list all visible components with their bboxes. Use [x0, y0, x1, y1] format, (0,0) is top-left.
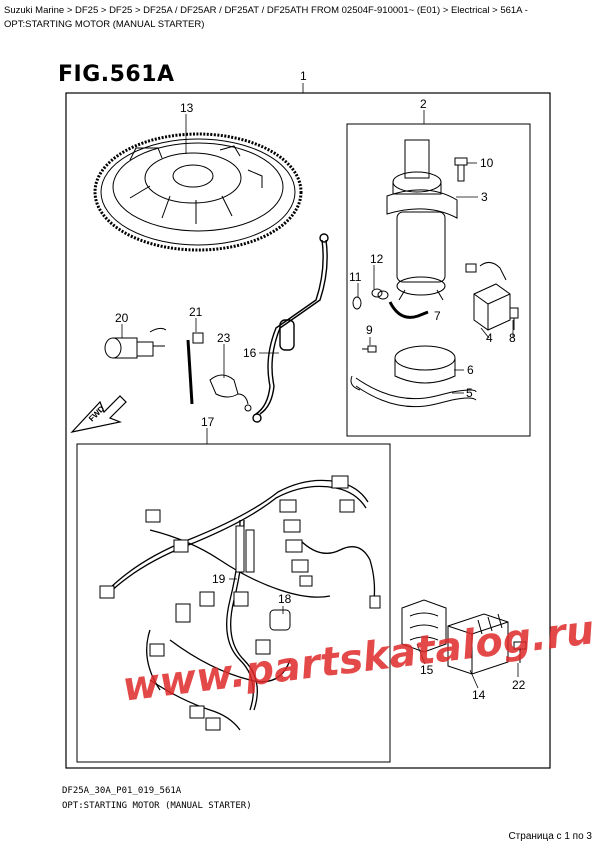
starter-band — [350, 345, 477, 408]
callout-11: 11 — [349, 270, 362, 284]
callout-23: 23 — [217, 331, 231, 345]
callout-6: 6 — [467, 363, 474, 377]
callout-10: 10 — [480, 156, 494, 170]
breadcrumb[interactable]: Suzuki Marine > DF25 > DF25 > DF25A / DF… — [4, 5, 528, 30]
figure-caption: OPT:STARTING MOTOR (MANUAL STARTER) — [62, 801, 252, 811]
callout-16: 16 — [243, 346, 257, 360]
harness-subframe — [76, 443, 391, 763]
harness-connectors — [99, 475, 381, 731]
callout-22: 22 — [512, 678, 526, 692]
bolt-22 — [513, 641, 527, 663]
figure-title: FIG.561A — [58, 62, 175, 87]
callout-2: 2 — [420, 97, 427, 111]
callout-20: 20 — [115, 311, 129, 325]
ground-lead-23 — [209, 374, 252, 412]
callout-9: 9 — [366, 323, 373, 337]
callout-15: 15 — [420, 663, 434, 677]
bolt-10 — [454, 157, 468, 182]
callout-21: 21 — [189, 305, 203, 319]
starter-small-parts — [352, 288, 429, 353]
callout-1: 1 — [300, 69, 307, 83]
callout-19: 19 — [212, 572, 226, 586]
battery-cable — [252, 233, 329, 423]
callout-14: 14 — [472, 688, 486, 702]
sensor-20 — [104, 327, 167, 359]
callout-3: 3 — [481, 190, 488, 204]
callout-8: 8 — [509, 331, 516, 345]
figure-code: DF25A_30A_P01_019_561A — [62, 786, 182, 796]
rectifier-bracket — [401, 599, 447, 653]
main-frame — [65, 92, 551, 769]
callout-4: 4 — [486, 331, 493, 345]
callout-17: 17 — [201, 415, 215, 429]
pager: Страница с 1 по 3 — [508, 831, 592, 842]
rectifier-regulator — [447, 613, 509, 675]
callout-12: 12 — [370, 252, 384, 266]
wire-tie-21 — [186, 332, 204, 405]
starter-relay — [465, 262, 519, 331]
flywheel-rotor — [93, 132, 303, 252]
starter-subframe — [346, 123, 531, 437]
fwd-arrow-icon — [70, 395, 127, 433]
callout-13: 13 — [180, 101, 194, 115]
callout-5: 5 — [466, 386, 473, 400]
callout-18: 18 — [278, 592, 292, 606]
callout-7: 7 — [434, 309, 441, 323]
leader-lines — [121, 83, 519, 689]
starter-motor — [386, 139, 458, 301]
